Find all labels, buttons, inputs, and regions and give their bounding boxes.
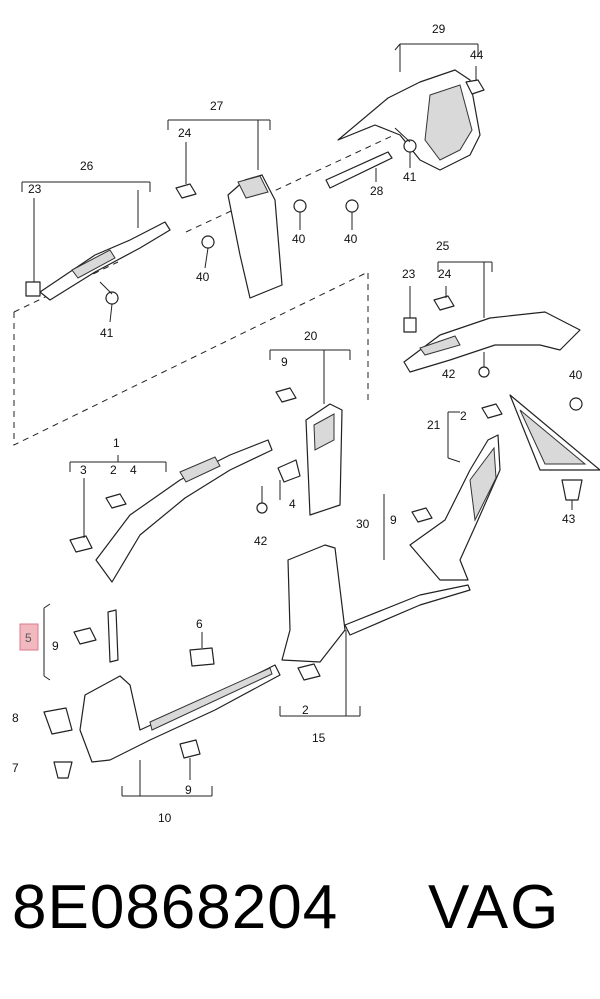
callout-27[interactable]: 27 <box>210 99 224 113</box>
callout-4-cover[interactable]: 4 <box>289 497 296 511</box>
callout-42-lower[interactable]: 42 <box>254 534 268 548</box>
callout-30[interactable]: 30 <box>356 517 370 531</box>
callout-20[interactable]: 20 <box>304 329 318 343</box>
callout-8[interactable]: 8 <box>12 711 19 725</box>
part-42-screw-lower <box>256 486 268 514</box>
assembly-dashed-outline <box>13 271 369 446</box>
part-24-clip-upper <box>175 142 197 199</box>
part-24-clip-lower <box>433 286 455 311</box>
exploded-parts-diagram: 29 44 27 24 26 23 41 28 40 40 40 41 25 2… <box>12 22 600 825</box>
part-42-screw-upper <box>478 352 490 378</box>
part-8-bracket <box>43 707 73 735</box>
part-4-cover-cap <box>277 459 301 500</box>
part-2-clip-a-pillar <box>105 493 127 509</box>
part-7-push-fastener <box>53 761 73 779</box>
callout-2-quarter[interactable]: 2 <box>460 409 467 423</box>
part-9-clip-rear <box>411 507 433 523</box>
callout-40-d[interactable]: 40 <box>569 368 583 382</box>
callout-44[interactable]: 44 <box>470 48 484 62</box>
part-1-a-pillar-lower-trim <box>69 439 273 583</box>
part-28-strip <box>325 151 393 189</box>
part-2-clip-sill <box>297 663 321 681</box>
callout-28[interactable]: 28 <box>370 184 384 198</box>
callout-5[interactable]: 5 <box>25 631 32 645</box>
callout-42-upper[interactable]: 42 <box>442 367 456 381</box>
callout-9-sill[interactable]: 9 <box>185 783 192 797</box>
part-29-rear-pillar-trim <box>337 43 481 171</box>
part-40-screw-d <box>569 397 583 411</box>
callout-29[interactable]: 29 <box>432 22 446 36</box>
part-44-clip <box>465 66 485 95</box>
part-40-screw-a <box>293 199 307 230</box>
callout-23-lower[interactable]: 23 <box>402 267 416 281</box>
part-41-screw-lower <box>99 281 119 323</box>
part-15-b-pillar-sill-trim <box>279 544 471 717</box>
part-25-rear-trim <box>403 261 581 373</box>
callout-10[interactable]: 10 <box>158 811 172 825</box>
callout-3[interactable]: 3 <box>80 463 87 477</box>
callout-9-rear[interactable]: 9 <box>390 513 397 527</box>
part-5-trim-strip-highlighted <box>43 603 119 681</box>
part-9-clip-b-pillar <box>275 387 297 403</box>
brand-label: VAG <box>428 873 561 942</box>
callout-5-highlight-box[interactable] <box>19 623 39 651</box>
part-41-screw-upper <box>394 127 417 168</box>
callout-2-sill[interactable]: 2 <box>302 703 309 717</box>
callout-1[interactable]: 1 <box>113 436 120 450</box>
callout-24-lower[interactable]: 24 <box>438 267 452 281</box>
callout-43[interactable]: 43 <box>562 512 576 526</box>
callout-9-strip[interactable]: 9 <box>52 639 59 653</box>
callout-24-upper[interactable]: 24 <box>178 126 192 140</box>
part-3-clip <box>69 478 93 553</box>
callout-21[interactable]: 21 <box>427 418 441 432</box>
callout-4-a-pillar[interactable]: 4 <box>130 463 137 477</box>
part-27-upper-b-pillar-trim <box>167 119 283 299</box>
part-23-clip-lower <box>403 286 417 333</box>
part-10-door-sill-trim <box>79 664 281 797</box>
part-21-quarter-window-trim <box>447 394 600 471</box>
callout-40-a[interactable]: 40 <box>292 232 306 246</box>
callout-7[interactable]: 7 <box>12 761 19 775</box>
callout-40-b[interactable]: 40 <box>344 232 358 246</box>
part-number-label: 8E0868204 <box>12 873 339 942</box>
part-2-clip-quarter <box>481 403 503 419</box>
part-40-screw-c <box>201 235 215 269</box>
callout-25[interactable]: 25 <box>436 239 450 253</box>
callout-26[interactable]: 26 <box>80 159 94 173</box>
part-20-b-pillar-lower-trim <box>269 349 351 516</box>
callout-40-c[interactable]: 40 <box>196 270 210 284</box>
callout-23-upper[interactable]: 23 <box>28 182 42 196</box>
part-9-clip-sill <box>179 739 201 780</box>
part-40-screw-b <box>345 199 359 230</box>
part-6-clip-sill <box>189 632 215 667</box>
part-43-fastener <box>561 479 583 510</box>
callout-2-a-pillar[interactable]: 2 <box>110 463 117 477</box>
callout-41-upper[interactable]: 41 <box>403 170 417 184</box>
part-30-c-pillar-lower-trim <box>383 434 501 581</box>
callout-9-b-pillar[interactable]: 9 <box>281 355 288 369</box>
callout-41-lower[interactable]: 41 <box>100 326 114 340</box>
part-26-a-pillar-trim <box>21 181 171 301</box>
callout-6[interactable]: 6 <box>196 617 203 631</box>
callout-15[interactable]: 15 <box>312 731 326 745</box>
part-23-clip-upper <box>25 198 41 297</box>
assembly-dashed-outline-upper <box>185 135 393 233</box>
